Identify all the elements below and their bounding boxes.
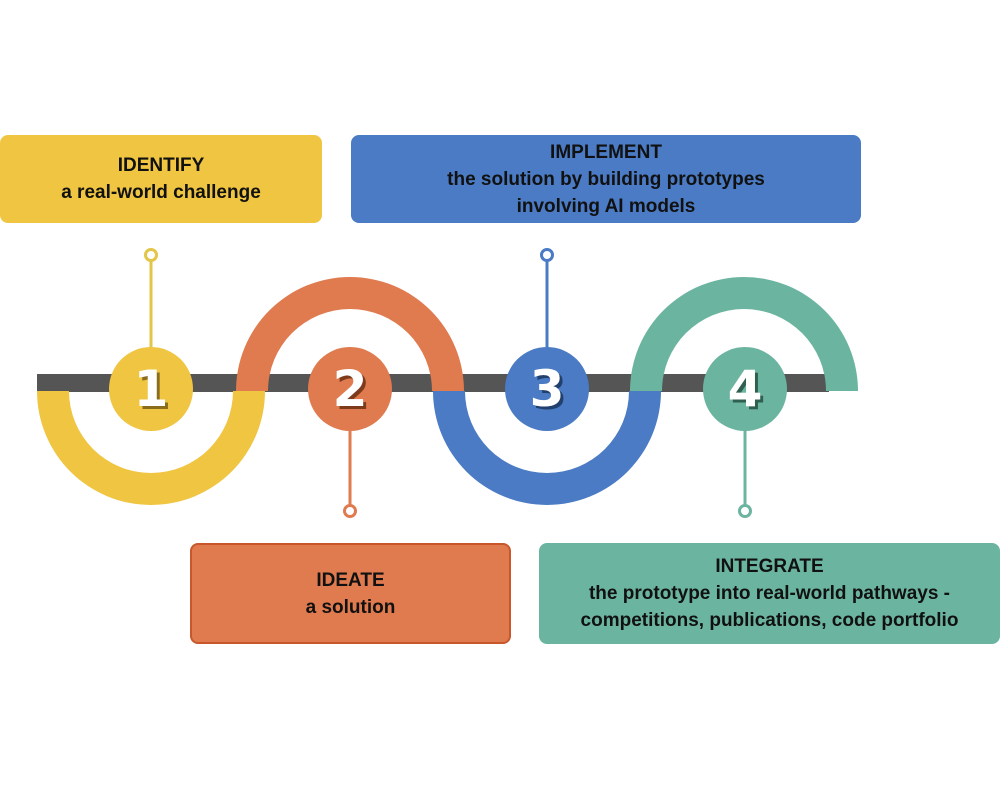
step-4-badge: 4	[703, 347, 787, 431]
step-4-arc	[630, 277, 858, 391]
step-4-title: INTEGRATE	[715, 556, 824, 577]
step-4-card: INTEGRATE the prototype into real-world …	[539, 543, 1000, 644]
step-3-description-line-2: involving AI models	[516, 195, 696, 217]
step-4-description-line-2: competitions, publications, code portfol…	[580, 610, 959, 631]
step-2-card: IDEATE a solution	[190, 543, 511, 644]
step-1-arc	[37, 391, 265, 505]
step-1-badge: 1	[109, 347, 193, 431]
step-3-arc	[433, 391, 661, 505]
step-4-number: 4	[728, 360, 763, 418]
step-2-pin	[343, 430, 357, 518]
step-2-title: IDEATE	[316, 569, 385, 591]
step-3-badge: 3	[505, 347, 589, 431]
step-3-description-line-1: the solution by building prototypes	[447, 168, 765, 190]
step-1-card: IDENTIFY a real-world challenge	[0, 135, 322, 223]
step-1-description-line-1: a real-world challenge	[61, 182, 261, 203]
step-1-pin	[144, 248, 158, 350]
step-1-title: IDENTIFY	[117, 155, 205, 176]
step-3-title: IMPLEMENT	[550, 141, 662, 163]
step-3-card: IMPLEMENT the solution by building proto…	[351, 135, 861, 223]
step-2-description-line-1: a solution	[305, 596, 396, 618]
step-4-description-line-1: the prototype into real-world pathways -	[588, 583, 951, 604]
step-2-badge: 2	[308, 347, 392, 431]
step-1-number: 1	[134, 360, 169, 418]
step-2-arc	[236, 277, 464, 391]
step-3-number: 3	[530, 360, 565, 418]
step-4-pin	[738, 430, 752, 518]
step-3-pin	[540, 248, 554, 350]
step-2-number: 2	[333, 360, 368, 418]
